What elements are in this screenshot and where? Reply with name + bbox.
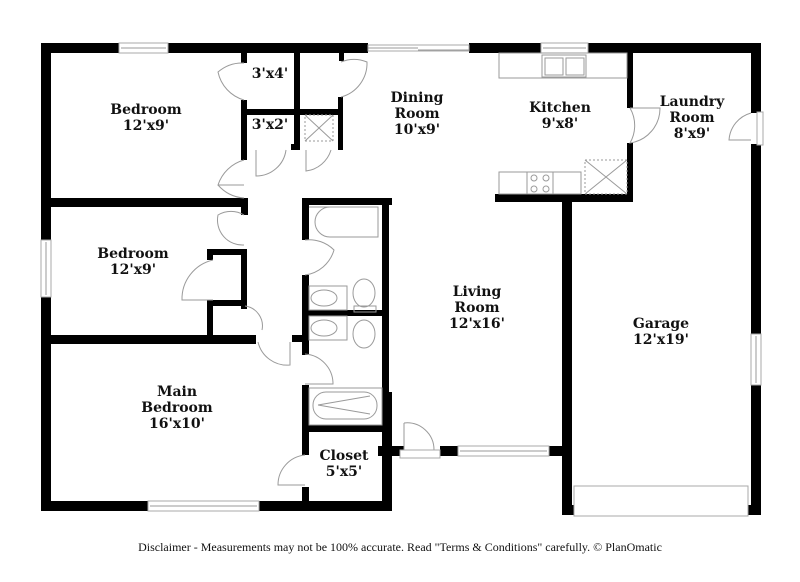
windows xyxy=(40,42,762,517)
room-label-bedroom-1: Bedroom 12'x9' xyxy=(110,102,182,134)
room-label-living-room: Living Room 12'x16' xyxy=(449,284,505,332)
disclaimer-text: Disclaimer - Measurements may not be 100… xyxy=(138,540,662,554)
room-label-bedroom-2: Bedroom 12'x9' xyxy=(97,246,169,278)
room-label-dining-room: Dining Room 10'x9' xyxy=(390,90,444,138)
room-label-closet-2: 3'x2' xyxy=(251,117,289,133)
room-label-closet-1: 3'x4' xyxy=(251,66,289,82)
room-label-closet-main: Closet 5'x5' xyxy=(319,448,369,480)
room-label-laundry-room: Laundry Room 8'x9' xyxy=(659,94,725,142)
interior-walls xyxy=(51,53,633,505)
fixtures xyxy=(304,52,628,426)
room-label-main-bedroom: Main Bedroom 16'x10' xyxy=(141,384,213,432)
room-label-garage: Garage 12'x19' xyxy=(632,316,690,348)
exterior-walls xyxy=(41,43,761,515)
room-label-kitchen: Kitchen 9'x8' xyxy=(529,100,591,132)
doors xyxy=(181,58,764,486)
